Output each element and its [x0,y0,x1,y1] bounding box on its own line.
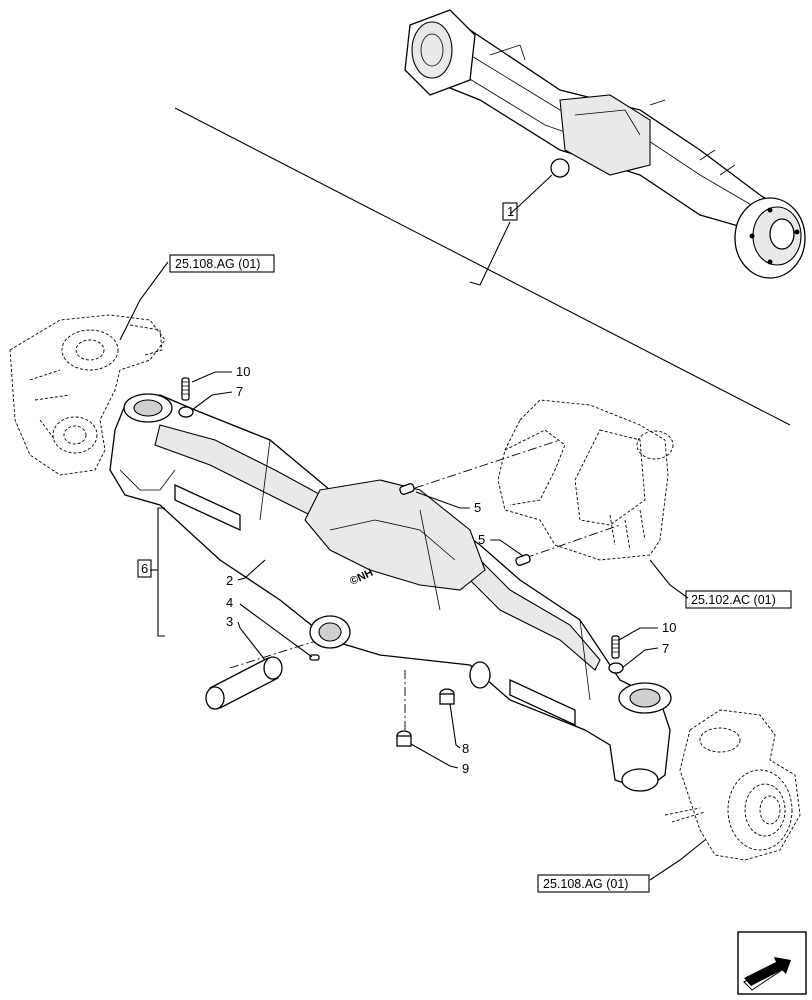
callout-1-box [502,202,518,221]
next-page-arrow-icon[interactable] [737,931,807,995]
grease-fitting-right [608,635,624,674]
complete-axle-assembly [404,9,806,279]
grease-fitting-left [178,377,194,418]
callout-7-right: 7 [662,641,669,656]
right-steering-knuckle-ghost [664,709,801,861]
callout-4: 4 [226,595,233,610]
pin-5-upper [399,483,415,495]
callout-1: 1 [507,204,514,219]
ref-box-bottom-right [537,874,650,893]
ref-box-right-mid [685,590,792,609]
pivot-pin-3 [205,656,283,710]
plug-8 [439,688,455,705]
callout-10-right: 10 [662,620,676,635]
callout-6: 6 [141,561,148,576]
callout-9: 9 [462,761,469,776]
callout-10-top: 10 [236,364,250,379]
callout-5-upper: 5 [474,500,481,515]
callout-5-lower: 5 [478,532,485,547]
callout-2: 2 [226,573,233,588]
callout-8: 8 [462,741,469,756]
front-axle-beam: ©NH [109,393,672,792]
center-housing-ghost [497,399,674,561]
pin-5-lower [515,554,531,566]
group-separator-line [174,107,791,426]
callout-7-top: 7 [236,384,243,399]
ref-label-bottom-right: 25.108.AG (01) [543,877,628,891]
plug-9 [396,730,412,747]
callout-3: 3 [226,614,233,629]
ref-label-right-mid: 25.102.AC (01) [691,593,776,607]
callout-6-box [137,559,152,578]
pin-4 [309,654,320,661]
ref-label-top-left: 25.108.AG (01) [175,257,260,271]
ref-box-top-left [169,254,275,273]
left-steering-knuckle-ghost [9,314,166,476]
